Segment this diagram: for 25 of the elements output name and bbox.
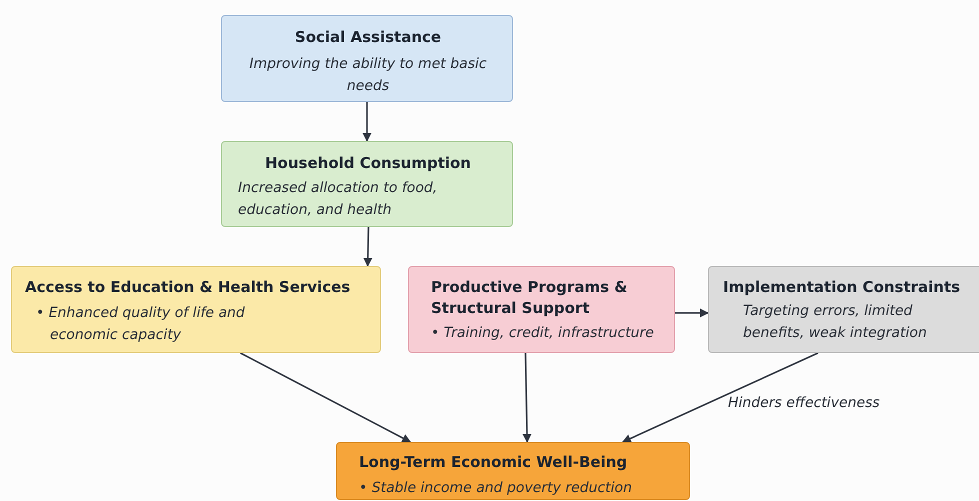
arrow: [522, 352, 532, 443]
arrow: [362, 102, 372, 142]
arrow: [622, 352, 818, 443]
box-heading: Implementation Constraints: [723, 277, 962, 298]
arrow: [363, 226, 372, 267]
process-box: [336, 442, 690, 500]
edge-label: Hinders effectiveness: [728, 394, 880, 410]
box-heading: Long-Term Economic Well-Being: [359, 452, 628, 473]
arrow: [675, 308, 709, 318]
box-description: Increased allocation to food, education, and health: [238, 179, 438, 220]
box-description: Improving the ability to met basic needs: [248, 55, 488, 96]
box-description: • Enhanced quality of life and economic capacity: [36, 304, 246, 345]
box-description: Targeting errors, limited benefits, weak integration: [743, 302, 928, 343]
arrow: [240, 352, 412, 443]
box-heading: Productive Programs & Structural Support: [431, 277, 628, 319]
box-description: • Stable income and poverty reduction: [359, 479, 633, 498]
box-heading: Access to Education & Health Services: [25, 277, 352, 298]
process-box: [408, 266, 675, 353]
process-box: [11, 266, 381, 353]
box-heading: Social Assistance: [294, 27, 442, 48]
process-box: [221, 15, 513, 102]
box-heading: Household Consumption: [264, 153, 472, 174]
box-description: • Training, credit, infrastructure: [431, 324, 655, 343]
process-box: [221, 141, 513, 227]
process-box: [708, 266, 979, 353]
